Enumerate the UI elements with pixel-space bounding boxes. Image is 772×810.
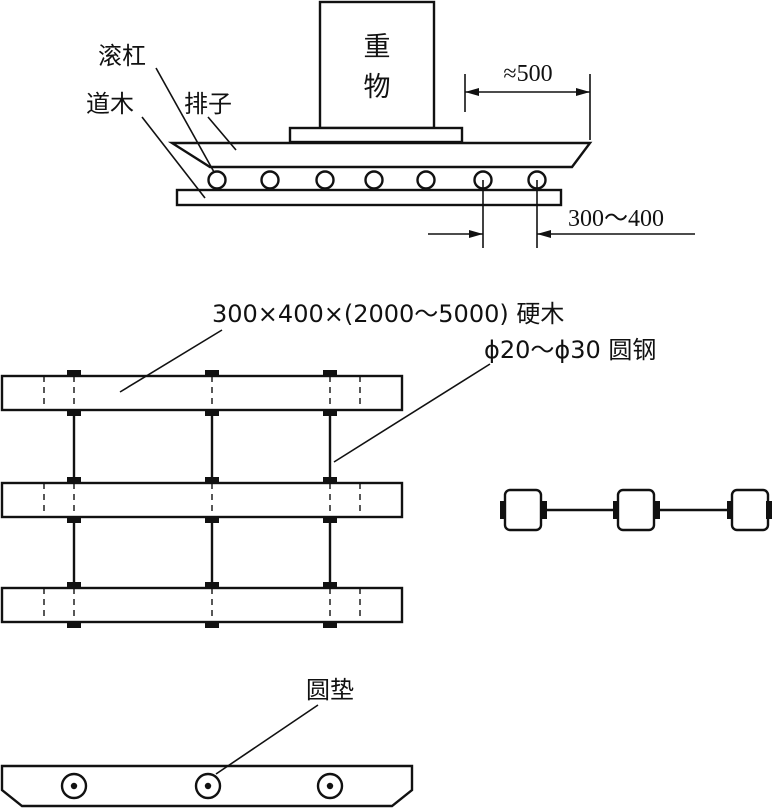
roller: [315, 170, 335, 190]
dim-arrow: [576, 88, 590, 96]
roller: [207, 170, 227, 190]
round-steel-leader-line: [333, 363, 491, 463]
roller: [364, 170, 384, 190]
dim-arrow: [469, 230, 483, 238]
end-view-beam: [730, 488, 770, 532]
roller: [416, 170, 436, 190]
object-base-plate: [288, 126, 464, 144]
hardwood-spec-label: 300×400×(2000～5000) 硬木: [212, 300, 564, 328]
hardwood-beam: [0, 586, 404, 624]
side-view: 重 物 滚杠 道木 排子 ≈500: [86, 0, 695, 248]
sled: [167, 141, 593, 169]
roller-row: [207, 170, 547, 190]
roller-spacing-dimension: 300～400: [568, 206, 664, 232]
sleeper-leader-line: [141, 116, 206, 199]
heavy-object-label-1: 重: [364, 32, 391, 63]
hidden-lines: [43, 376, 361, 622]
sleeper: [175, 188, 563, 207]
roller-label: 滚杠: [98, 42, 146, 70]
sleeper-label: 道木: [86, 90, 134, 118]
end-view-beam: [503, 488, 543, 532]
dim-arrow: [537, 230, 551, 238]
sled-leader-line: [207, 116, 237, 151]
washer-leader-line: [215, 704, 319, 775]
overhang-dimension: ≈500: [503, 61, 552, 87]
heavy-object: [318, 0, 436, 130]
roller-leader-line: [155, 67, 215, 173]
end-view-beam: [616, 488, 656, 532]
washer-view: 圆垫: [0, 676, 414, 808]
round-steel-spec-label: ϕ20～ϕ30 圆钢: [484, 336, 656, 364]
round-washer-label: 圆垫: [306, 676, 354, 704]
end-view: [500, 488, 772, 532]
hardwood-leader-line: [119, 329, 223, 393]
hardwood-beam: [0, 374, 404, 412]
sled-label: 排子: [184, 90, 232, 118]
roller: [260, 170, 280, 190]
hardwood-beam: [0, 481, 404, 519]
dim-arrow: [465, 88, 479, 96]
rod-nuts: [67, 370, 337, 628]
heavy-object-label-2: 物: [364, 72, 391, 103]
plan-view: 300×400×(2000～5000) 硬木 ϕ20～ϕ30 圆钢: [0, 300, 656, 628]
